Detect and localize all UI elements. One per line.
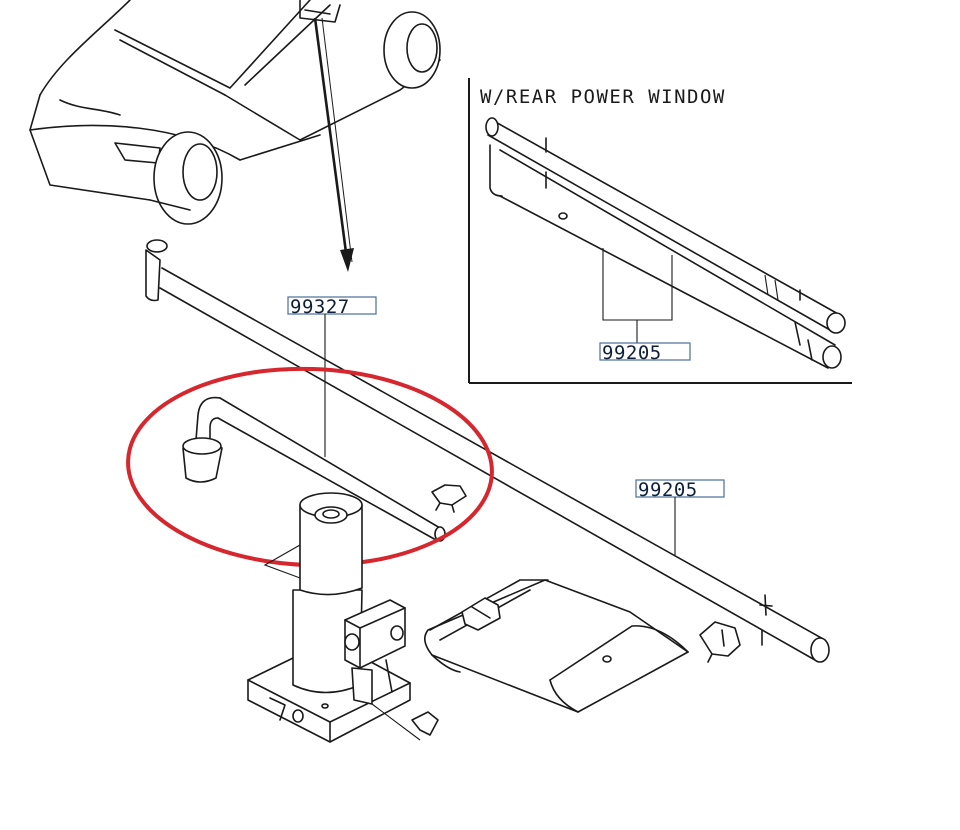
bar-part-number: 99205 [638,479,698,501]
pointer-arrow [313,17,354,272]
inset-part-number: 99205 [602,342,662,364]
handle-part-number: 99327 [290,296,350,318]
inset-part-callout: 99205 [599,342,691,364]
bottle-jack [247,492,439,743]
inset-leader [602,248,673,343]
vehicle-outline [29,0,441,225]
jack-bar [145,239,830,663]
inset-lower-bar [489,144,842,369]
inset-title: W/REAR POWER WINDOW [480,86,726,108]
handle-callout: 99327 [287,296,377,457]
bar-callout: 99205 [635,479,725,555]
inset-panel: W/REAR POWER WINDOW [468,78,852,384]
tool-bag [424,579,689,713]
inset-upper-bar [485,117,846,334]
jack-handle [182,396,446,542]
handle-clip [431,484,467,513]
bar-clip [699,621,741,663]
